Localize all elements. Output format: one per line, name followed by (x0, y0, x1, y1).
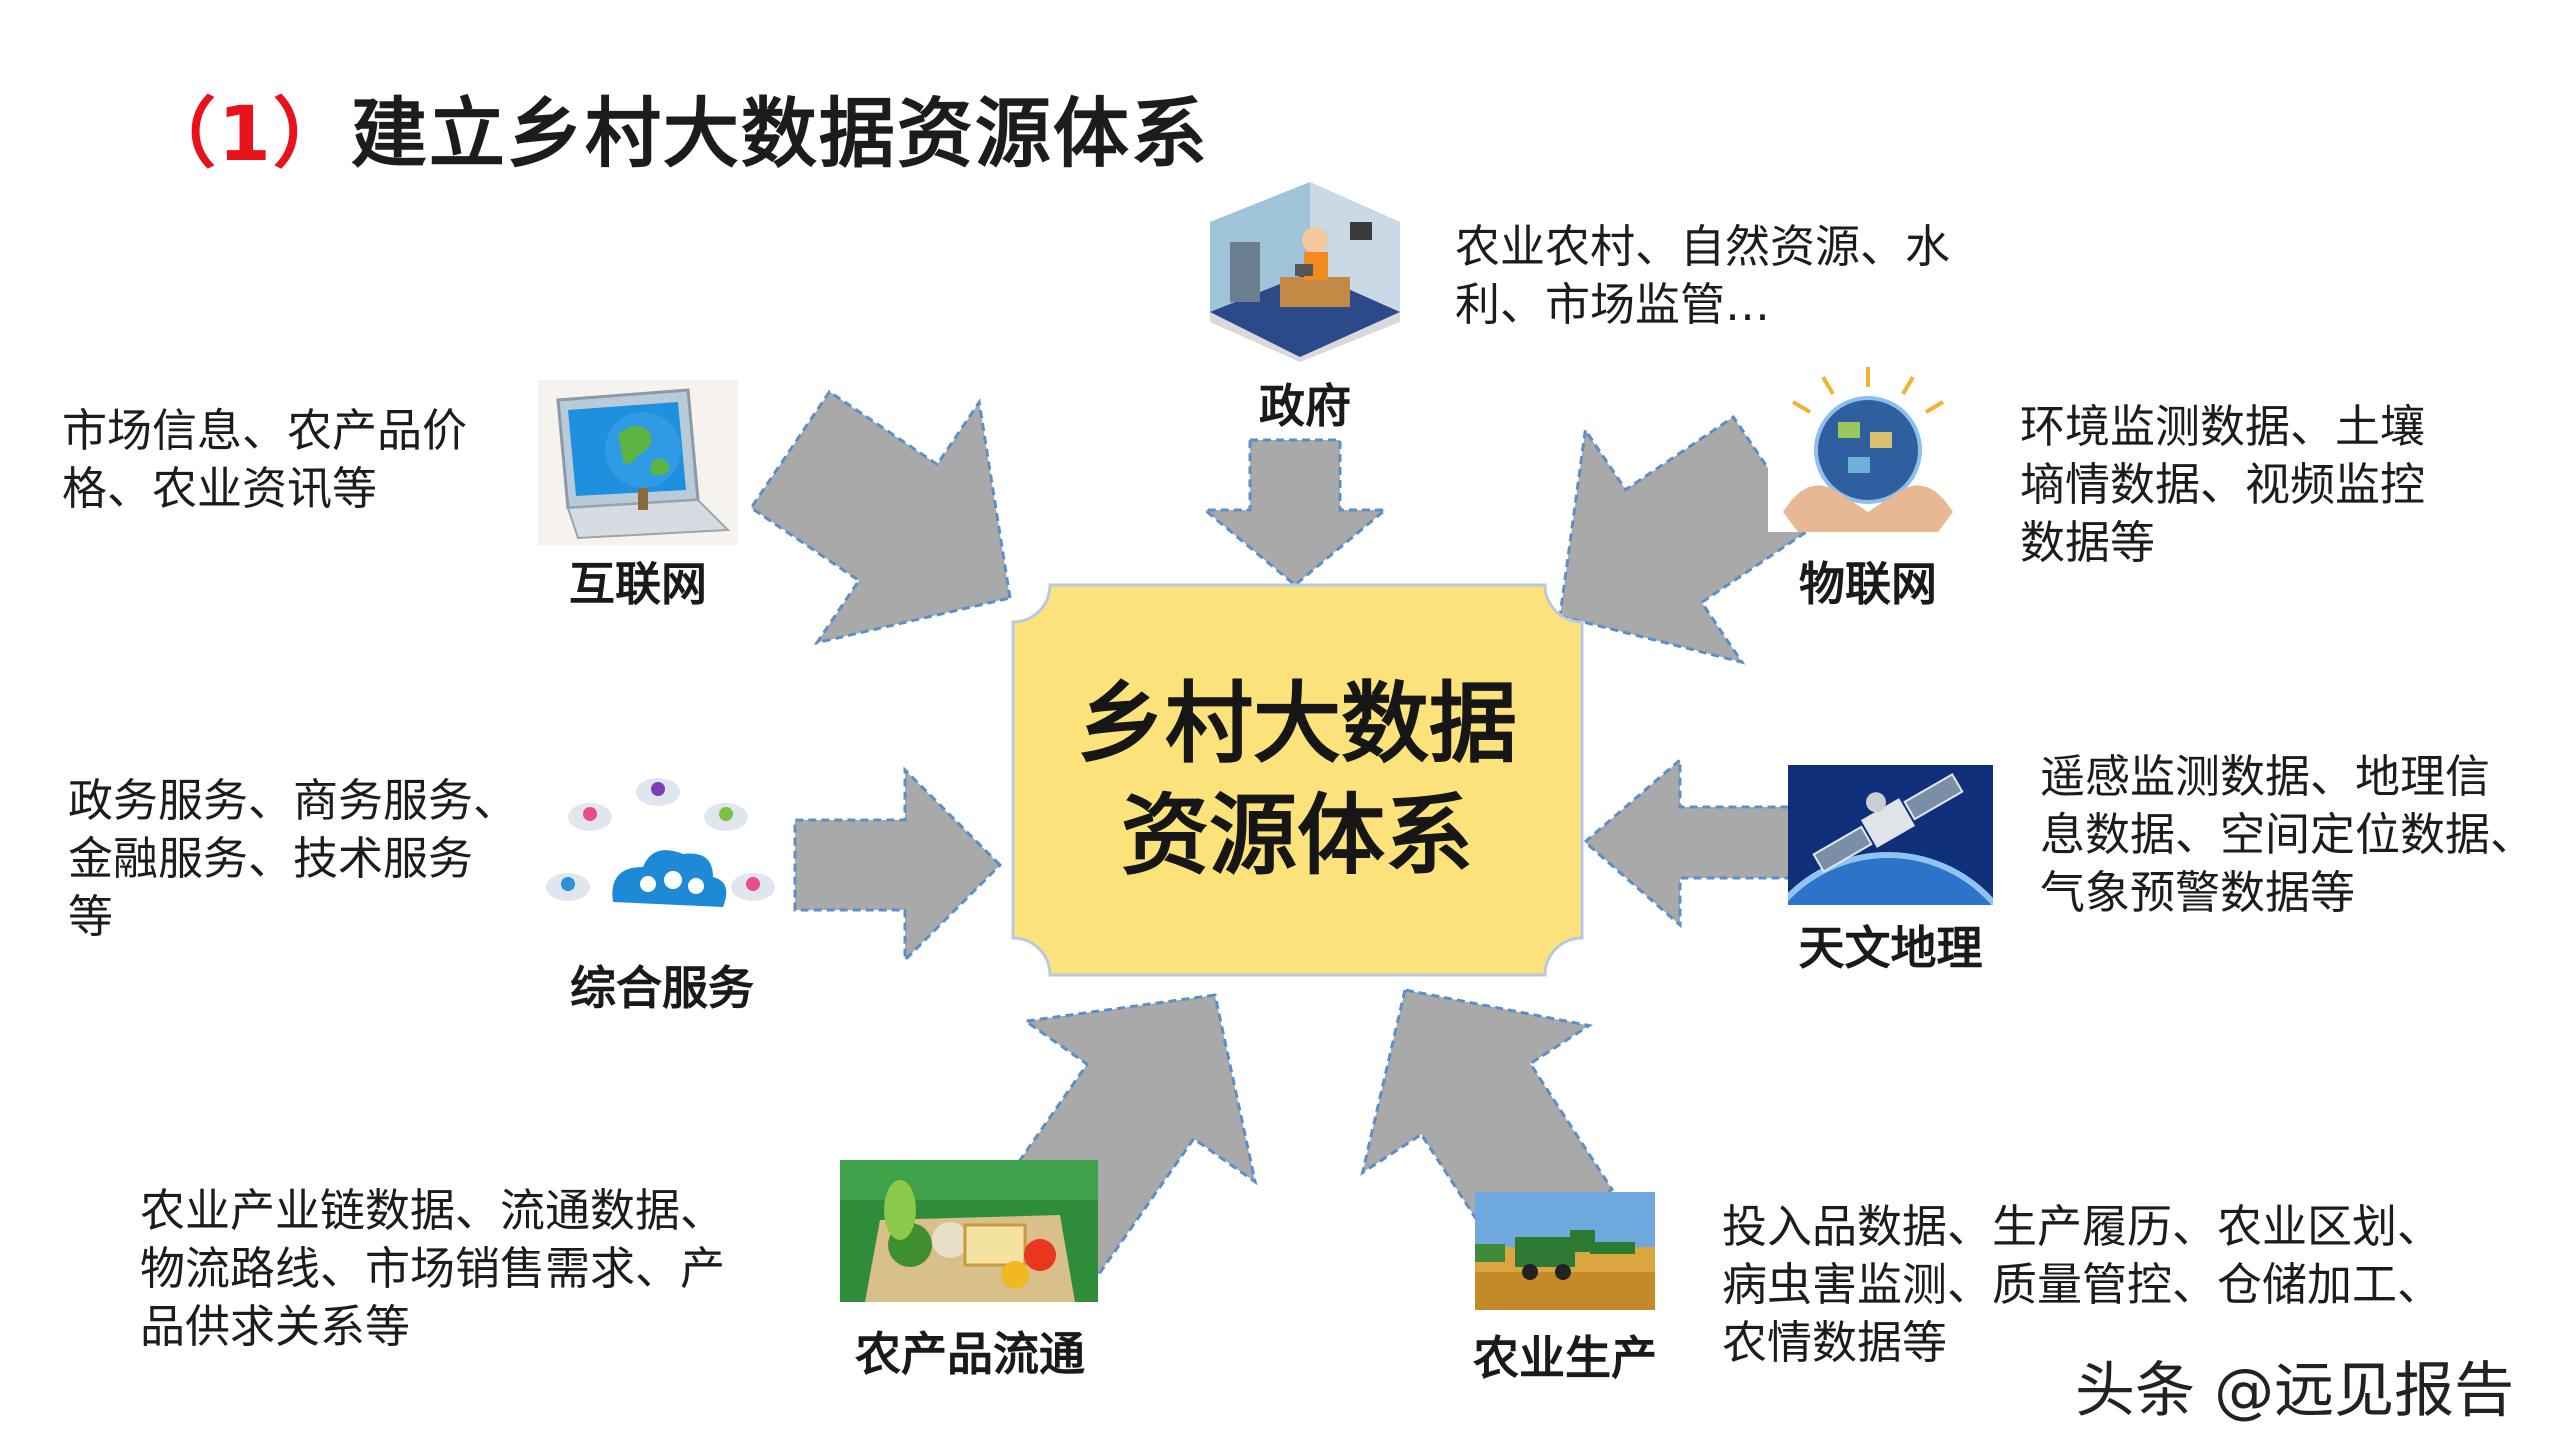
production-desc-line: 投入品数据、生产履历、农业区划、 (1722, 1200, 2443, 1253)
geo-desc-line: 气象预警数据等 (2040, 866, 2356, 919)
iot-label: 物联网 (1799, 557, 1937, 611)
circulation-label: 农产品流通 (855, 1327, 1085, 1381)
services-label: 综合服务 (570, 961, 754, 1015)
cloud-network-icon (538, 762, 786, 940)
title-number: （1） (140, 89, 351, 178)
page-title: （1）建立乡村大数据资源体系 (140, 72, 1209, 182)
services-desc-line: 政务服务、商务服务、 (68, 774, 519, 827)
watermark: 头条 @远见报告 (2075, 1356, 2515, 1426)
circulation-desc-line: 物流路线、市场销售需求、产 (140, 1242, 726, 1295)
circulation-desc-line: 农业产业链数据、流通数据、 (140, 1184, 726, 1237)
office-worker-icon (1200, 182, 1410, 362)
harvester-icon (1475, 1192, 1655, 1310)
center-box (1011, 583, 1584, 977)
arrow-from-geo (1582, 756, 1792, 929)
production-desc-line: 病虫害监测、质量管控、仓储加工、 (1722, 1258, 2443, 1311)
iot-desc-line: 墒情数据、视频监控 (2020, 458, 2426, 511)
geo-desc-line: 息数据、空间定位数据、 (2040, 808, 2536, 861)
arrow-from-government (1200, 438, 1390, 587)
iot-desc-line: 数据等 (2020, 516, 2156, 569)
government-desc-line: 利、市场监管… (1455, 278, 1771, 331)
geo-desc: 遥感监测数据、地理信 息数据、空间定位数据、 气象预警数据等 (2040, 748, 2535, 922)
internet-desc: 市场信息、农产品价 格、农业资讯等 (62, 402, 467, 518)
center-line-2: 资源体系 (1120, 784, 1473, 887)
government-desc-line: 农业农村、自然资源、水 (1455, 220, 1951, 273)
internet-desc-line: 格、农业资讯等 (62, 462, 378, 515)
circulation-desc: 农业产业链数据、流通数据、 物流路线、市场销售需求、产 品供求关系等 (140, 1182, 725, 1356)
government-label: 政府 (1259, 379, 1351, 433)
hands-globe-icon (1768, 362, 1968, 532)
services-desc-line: 等 (68, 890, 114, 943)
circulation-desc-line: 品供求关系等 (140, 1300, 411, 1353)
title-text: 建立乡村大数据资源体系 (350, 89, 1209, 178)
geo-label: 天文地理 (1798, 921, 1983, 975)
center-label: 乡村大数据 资源体系 (1012, 585, 1582, 975)
center-line-1: 乡村大数据 (1076, 672, 1517, 775)
government-desc: 农业农村、自然资源、水 利、市场监管… (1455, 218, 1950, 334)
geo-desc-line: 遥感监测数据、地理信 (2040, 750, 2491, 803)
iot-desc-line: 环境监测数据、土壤 (2020, 400, 2426, 453)
production-desc-line: 农情数据等 (1722, 1316, 1948, 1369)
satellite-icon (1788, 765, 1993, 905)
internet-desc-line: 市场信息、农产品价 (62, 404, 468, 457)
laptop-globe-icon (538, 380, 738, 545)
internet-label: 互联网 (569, 557, 707, 611)
iot-desc: 环境监测数据、土壤 墒情数据、视频监控 数据等 (2020, 398, 2425, 572)
arrow-from-internet (749, 389, 1012, 646)
arrow-from-services (793, 766, 1003, 964)
services-desc-line: 金融服务、技术服务 (68, 832, 474, 885)
produce-box-icon (840, 1160, 1098, 1302)
production-label: 农业生产 (1473, 1331, 1657, 1385)
services-desc: 政务服务、商务服务、 金融服务、技术服务 等 (68, 772, 518, 946)
production-desc: 投入品数据、生产履历、农业区划、 病虫害监测、质量管控、仓储加工、 农情数据等 (1722, 1198, 2442, 1372)
